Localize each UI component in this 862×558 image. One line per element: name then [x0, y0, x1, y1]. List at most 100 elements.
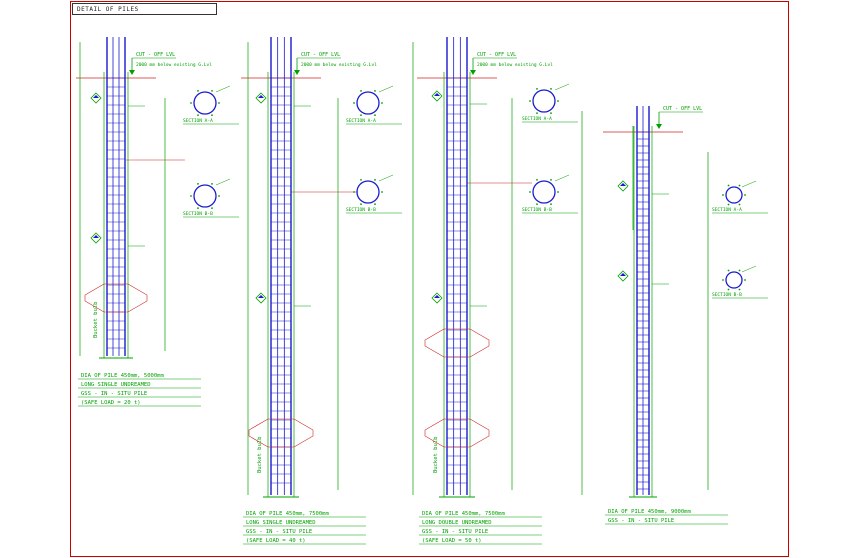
pile-note: (SAFE LOAD = 20 t): [81, 400, 141, 406]
section-bar-dot: [197, 114, 199, 117]
section-outline: [725, 271, 743, 289]
arrow-head-icon: [656, 124, 662, 129]
level-marker-fill: [258, 295, 264, 298]
level-marker-icon: [431, 292, 443, 304]
arrow-head-icon: [129, 70, 135, 75]
section-bar-dot: [738, 288, 741, 291]
pile-note: GSS - IN - SITU PILE: [422, 529, 488, 535]
level-marker-fill: [620, 273, 626, 276]
section-label: SECTION B-B: [346, 207, 376, 213]
section-bar-dot: [529, 100, 531, 102]
section-label: SECTION A-A: [712, 207, 742, 213]
level-marker-icon: [90, 92, 102, 104]
drawing-title: DETAIL OF PILES: [72, 3, 217, 15]
section-bar-dot: [722, 279, 724, 281]
section-outline: [532, 180, 556, 204]
section-bar-dot: [381, 102, 383, 104]
section-bar-dot: [536, 203, 538, 206]
level-marker-fill: [258, 95, 264, 98]
level-marker-icon: [255, 92, 267, 104]
section-bar-dot: [218, 195, 220, 197]
section-bar-dot: [360, 203, 362, 206]
cutoff-label: CUT - OFF LVL: [477, 52, 516, 58]
pile-note: DIA OF PILE 450mm, 5000mm: [81, 373, 164, 379]
section-bar-dot: [557, 191, 559, 193]
cutoff-label: CUT - OFF LVL: [136, 52, 175, 58]
level-marker-fill: [93, 235, 99, 238]
level-marker-fill: [93, 95, 99, 98]
section-bar-dot: [381, 191, 383, 193]
section-bar-dot: [374, 89, 376, 92]
section-bar-dot: [536, 87, 538, 90]
section-leader: [215, 178, 231, 186]
pile-note: LONG SINGLE UNDREAMED: [81, 382, 151, 388]
section-bar-dot: [360, 89, 362, 92]
cutoff-note: 2000 mm below existing G.Lvl: [477, 62, 553, 68]
section-outline: [532, 89, 556, 113]
section-bar-dot: [550, 178, 552, 181]
section-bar-dot: [738, 203, 741, 206]
pile-4: CUT - OFF LVL SECTION A-A SECTION B-B DIA O…: [581, 106, 768, 525]
section-bar-dot: [722, 194, 724, 196]
section-leader: [215, 85, 231, 93]
section-bar-dot: [190, 102, 192, 104]
section-outline: [725, 186, 743, 204]
level-marker-fill: [434, 93, 440, 96]
section-bar-dot: [536, 178, 538, 181]
section-bar-dot: [218, 102, 220, 104]
section-leader: [741, 180, 757, 188]
section-bar-dot: [374, 114, 376, 117]
bulb-label: Bucket bulb: [93, 302, 99, 338]
section-bar-dot: [557, 100, 559, 102]
section-leader: [741, 265, 757, 273]
pile-1: CUT - OFF LVL 2000 mm below existing G.Lv…: [76, 37, 239, 407]
section-bar-dot: [374, 178, 376, 181]
section-bar-dot: [197, 89, 199, 92]
under-ream-bulb: [248, 418, 314, 448]
section-label: SECTION B-B: [712, 292, 742, 298]
pile-note: GSS - IN - SITU PILE: [81, 391, 147, 397]
pile-note: DIA OF PILE 450mm, 7500mm: [246, 511, 329, 517]
section-bar-dot: [197, 207, 199, 210]
pile-note: LONG DOUBLE UNDREAMED: [422, 520, 492, 526]
section-bar-dot: [211, 89, 213, 92]
level-marker-icon: [90, 232, 102, 244]
section-label: SECTION A-A: [346, 118, 376, 124]
section-label: SECTION A-A: [183, 118, 213, 124]
pile-note: GSS - IN - SITU PILE: [246, 529, 312, 535]
section-bar-dot: [727, 288, 730, 291]
section-bar-dot: [529, 191, 531, 193]
cutoff-label: CUT - OFF LVL: [663, 106, 702, 112]
cutoff-note: 2000 mm below existing G.Lvl: [136, 62, 212, 68]
level-marker-fill: [434, 295, 440, 298]
level-marker-icon: [617, 270, 629, 282]
level-marker-icon: [431, 90, 443, 102]
arrow-head-icon: [470, 70, 476, 75]
pile-3: CUT - OFF LVL 2000 mm below existing G.Lv…: [412, 37, 578, 545]
section-leader: [554, 174, 570, 182]
pile-note: DIA OF PILE 450mm, 9000mm: [608, 509, 691, 515]
drawing-border: [70, 1, 789, 557]
section-leader: [378, 85, 394, 93]
bulb-label: Bucket bulb: [257, 437, 263, 473]
section-bar-dot: [353, 191, 355, 193]
section-bar-dot: [353, 102, 355, 104]
section-bar-dot: [197, 182, 199, 185]
section-bar-dot: [744, 194, 746, 196]
section-bar-dot: [550, 112, 552, 115]
cutoff-label: CUT - OFF LVL: [301, 52, 340, 58]
section-leader: [554, 83, 570, 91]
under-ream-bulb: [424, 328, 490, 358]
section-bar-dot: [190, 195, 192, 197]
level-marker-icon: [255, 292, 267, 304]
section-bar-dot: [727, 203, 730, 206]
section-bar-dot: [211, 207, 213, 210]
pile-note: LONG SINGLE UNDREAMED: [246, 520, 316, 526]
section-outline: [356, 180, 380, 204]
bulb-label: Bucket bulb: [433, 437, 439, 473]
section-bar-dot: [211, 182, 213, 185]
section-label: SECTION B-B: [183, 211, 213, 217]
section-label: SECTION A-A: [522, 116, 552, 122]
section-leader: [378, 174, 394, 182]
